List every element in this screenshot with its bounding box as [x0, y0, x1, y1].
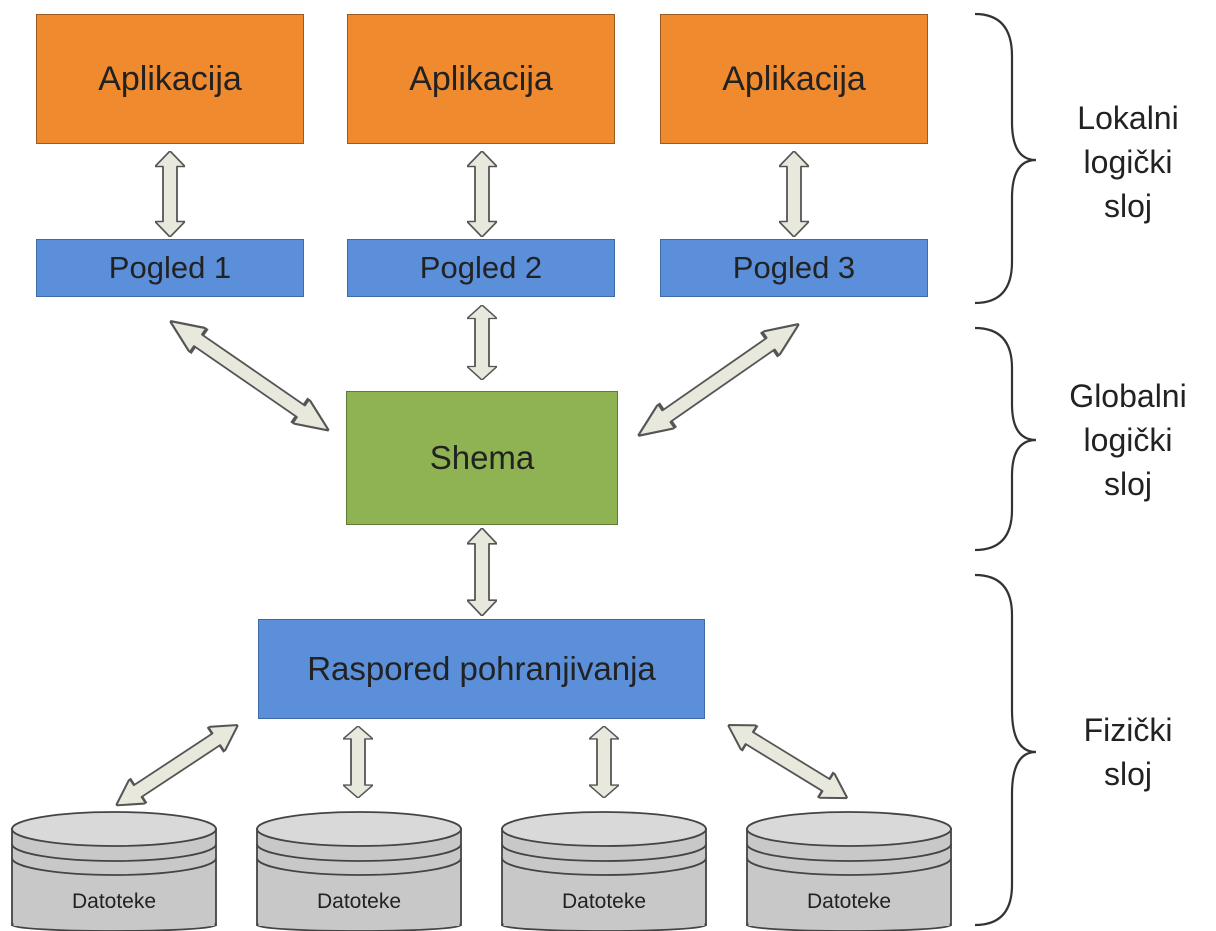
- brace-global-layer: [974, 326, 1037, 552]
- arrow-storage-file2: [343, 726, 373, 798]
- application-label: Aplikacija: [722, 59, 866, 98]
- storage-layout-box: Raspored pohranjivanja: [258, 619, 705, 719]
- file-cylinder-2: Datoteke: [256, 811, 462, 931]
- view-label: Pogled 2: [419, 250, 543, 285]
- view-label: Pogled 3: [732, 250, 856, 285]
- brace-local-layer: [974, 12, 1037, 305]
- storage-layout-label: Raspored pohranjivanja: [307, 650, 656, 687]
- brace-physical-layer: [974, 573, 1037, 927]
- arrow-storage-file3: [589, 726, 619, 798]
- arrow-schema-storage: [467, 528, 497, 616]
- application-box-2: Aplikacija: [347, 14, 615, 144]
- application-label: Aplikacija: [409, 59, 553, 98]
- file-cylinder-3: Datoteke: [501, 811, 707, 931]
- file-label: Datoteke: [807, 890, 891, 913]
- view-label: Pogled 1: [108, 250, 232, 285]
- application-box-1: Aplikacija: [36, 14, 304, 144]
- view-box-3: Pogled 3: [660, 239, 928, 297]
- arrow-storage-file4: [720, 712, 856, 811]
- file-label: Datoteke: [317, 890, 401, 913]
- arrow-view2-schema: [467, 305, 497, 380]
- layer-label-global: Globalni logički sloj: [1069, 378, 1187, 502]
- layer-label-local: Lokalni logički sloj: [1077, 100, 1179, 224]
- application-label: Aplikacija: [98, 59, 242, 98]
- schema-label: Shema: [429, 439, 535, 476]
- application-box-3: Aplikacija: [660, 14, 928, 144]
- file-cylinder-4: Datoteke: [746, 811, 952, 931]
- file-label: Datoteke: [72, 890, 156, 913]
- layer-label-physical: Fizički sloj: [1083, 712, 1173, 792]
- arrow-app3-view3: [779, 151, 809, 237]
- arrow-app2-view2: [467, 151, 497, 237]
- arrow-storage-file1: [107, 712, 247, 818]
- view-box-2: Pogled 2: [347, 239, 615, 297]
- file-label: Datoteke: [562, 890, 646, 913]
- schema-box: Shema: [346, 391, 618, 525]
- file-cylinder-1: Datoteke: [11, 811, 217, 931]
- arrow-view3-schema: [629, 311, 808, 449]
- arrow-app1-view1: [155, 151, 185, 237]
- view-box-1: Pogled 1: [36, 239, 304, 297]
- arrow-view1-schema: [161, 308, 338, 443]
